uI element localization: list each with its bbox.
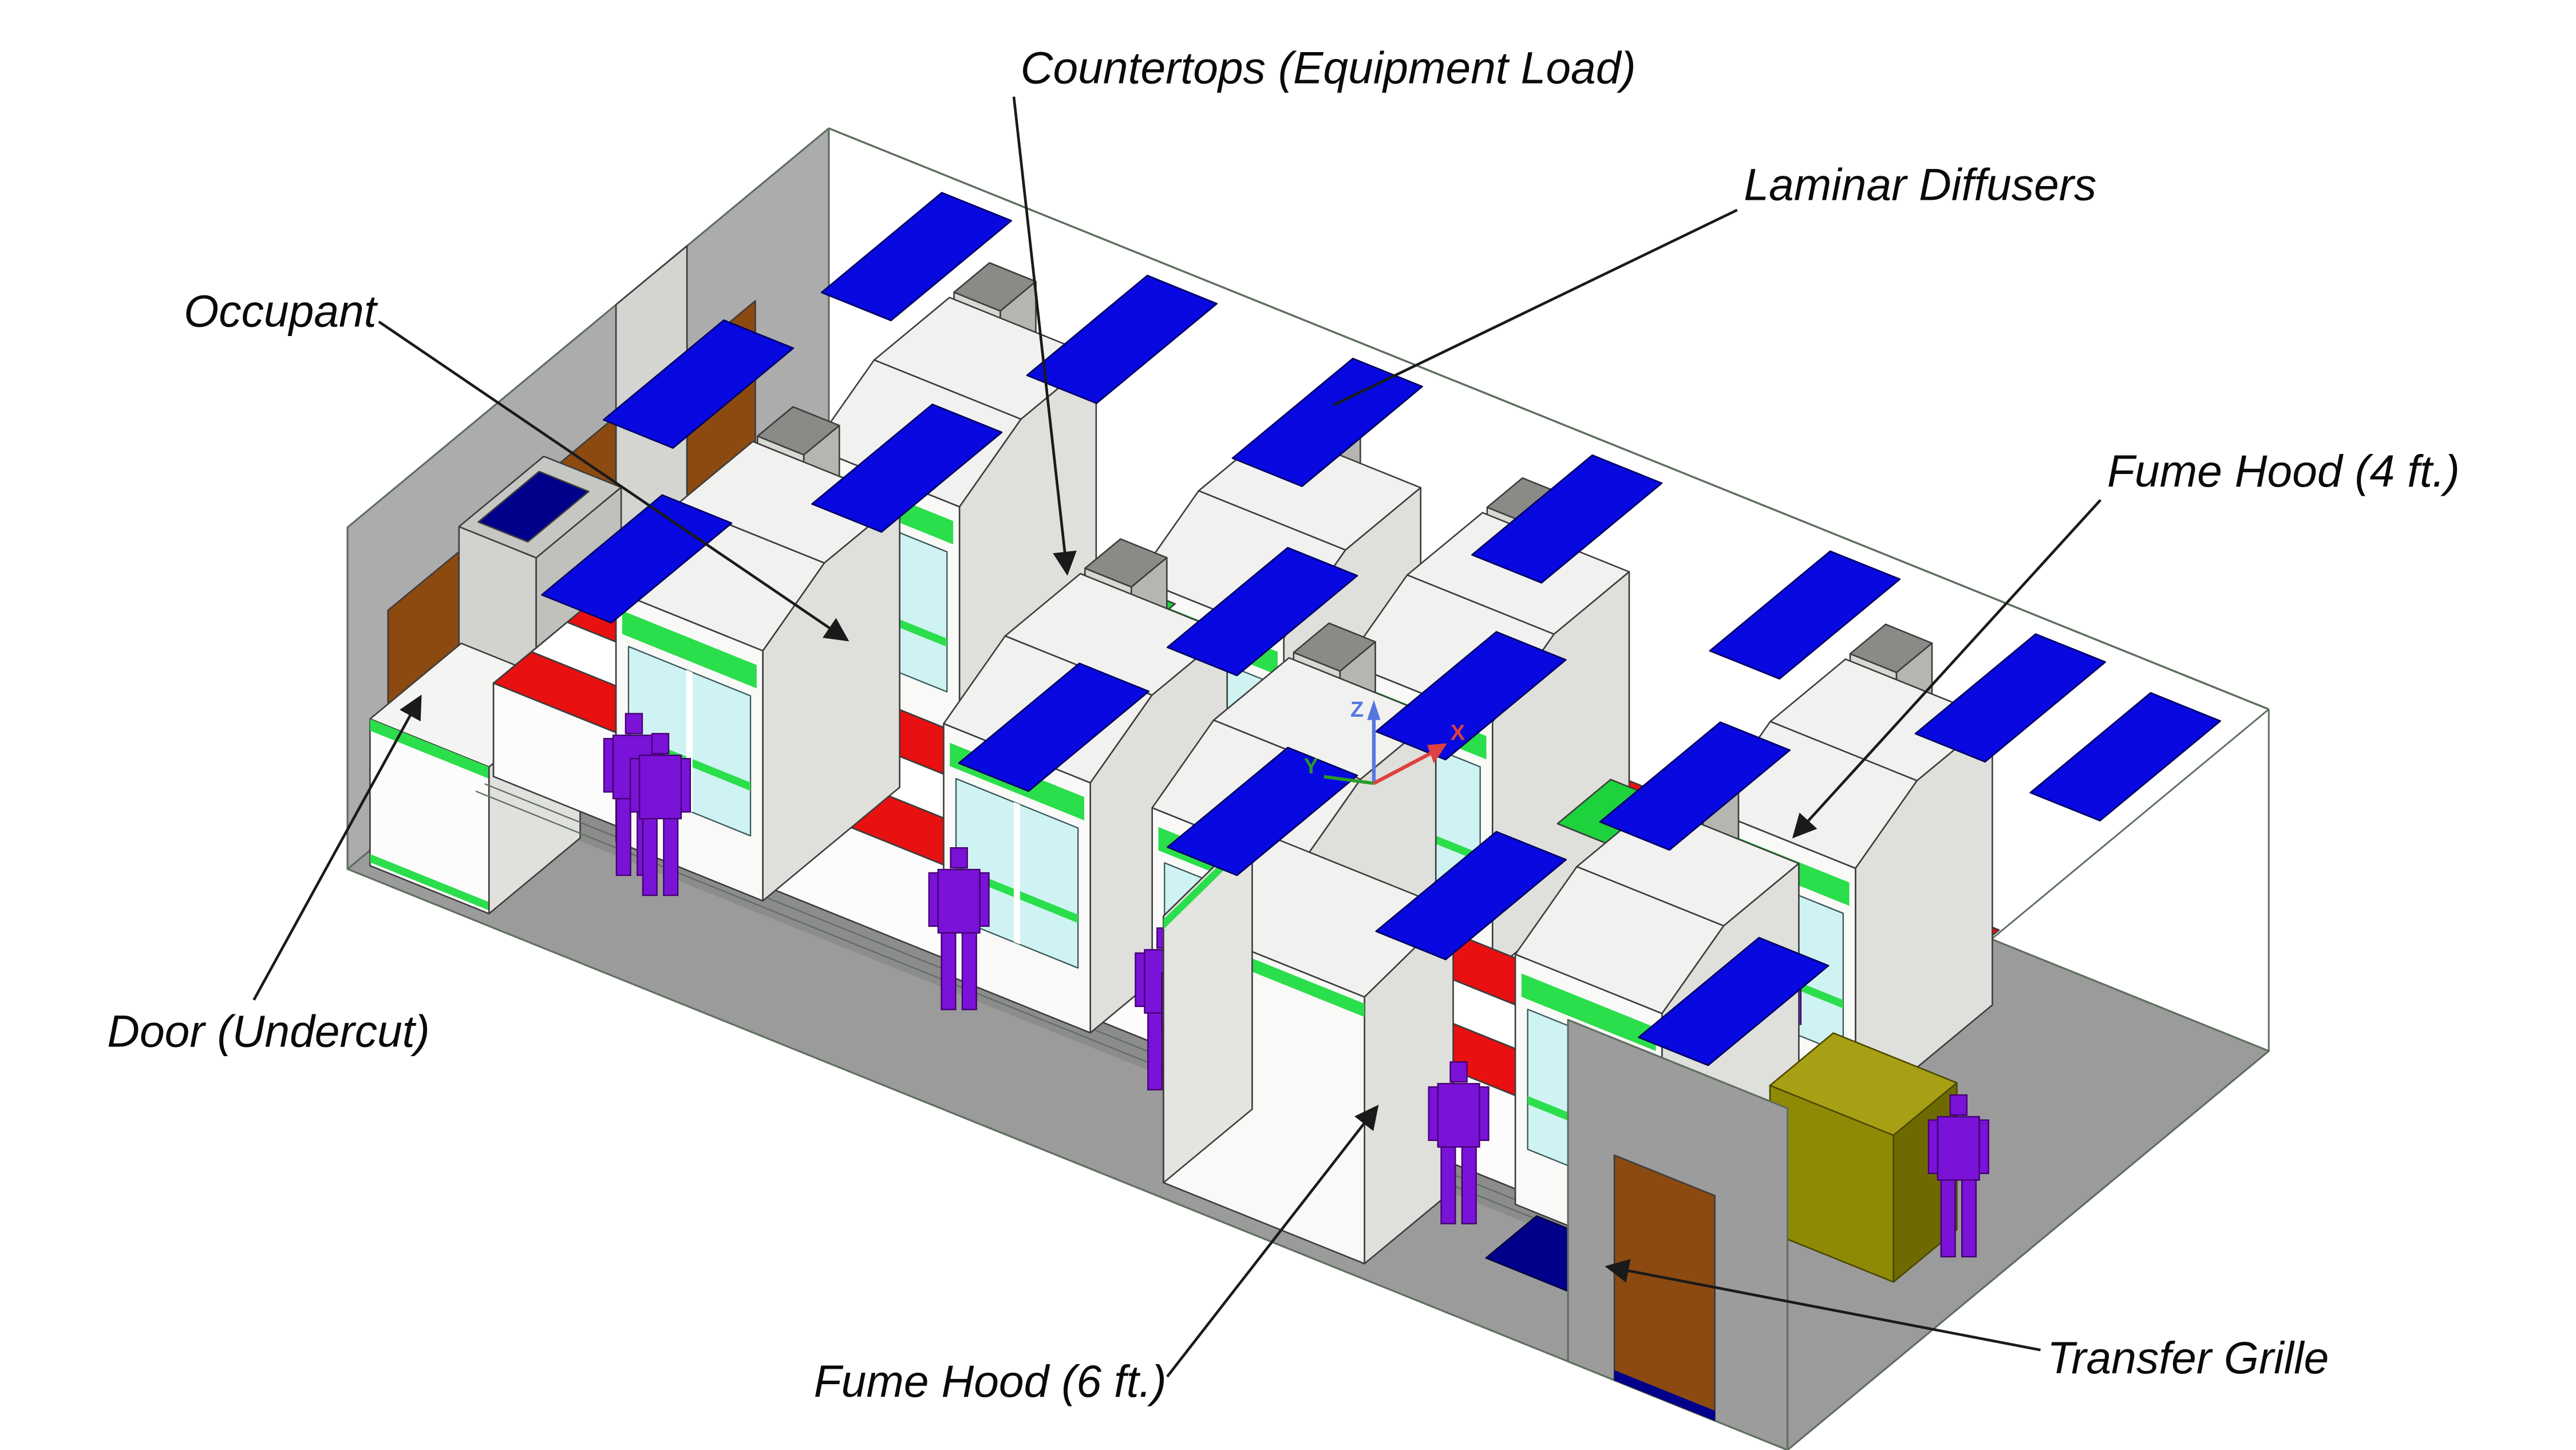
leader-laminar <box>1333 208 1738 406</box>
axis-z-head <box>1367 700 1381 720</box>
laminar-diffuser <box>2029 692 2222 821</box>
occupant-figure <box>928 847 990 1010</box>
axis-x-head <box>1427 743 1448 764</box>
occupant-part <box>1449 1061 1468 1083</box>
occupant-part <box>1461 1144 1477 1224</box>
axis-label-z: Z <box>1350 698 1364 722</box>
label-occupant: Occupant <box>184 286 378 337</box>
scene-geometry: Z X Y <box>346 127 2270 1450</box>
occupant-part <box>651 733 670 754</box>
hood-green-stripe <box>622 610 757 689</box>
axis-label-x: X <box>1451 721 1465 745</box>
laminar-diffuser <box>1471 454 1663 584</box>
laminar-diffuser <box>541 494 733 624</box>
hood6-end <box>1163 828 1253 1184</box>
laminar-diffuser <box>820 192 1013 322</box>
axis-x-arrow <box>1373 750 1435 785</box>
leader-fume6 <box>1166 1104 1379 1378</box>
occupant-part <box>950 847 968 869</box>
occupant-part <box>615 796 631 876</box>
occupant-figure <box>1428 1061 1490 1224</box>
occupant-figure <box>1927 1094 1989 1258</box>
label-laminar-diffusers: Laminar Diffusers <box>1744 159 2096 210</box>
label-door-undercut: Door (Undercut) <box>107 1006 430 1056</box>
occupant-part <box>1479 1086 1490 1141</box>
ceiling-far-edge <box>828 127 2269 710</box>
laminar-diffuser <box>1167 746 1358 876</box>
axis-triad: Z X Y <box>1304 698 1465 785</box>
laminar-diffuser <box>1166 547 1358 677</box>
laminar-diffuser <box>1638 937 1830 1066</box>
laminar-diffuser <box>602 319 795 449</box>
occupant-part <box>1147 1010 1163 1091</box>
laminar-diffuser <box>1599 721 1791 851</box>
axis-y-arrow <box>1323 775 1374 785</box>
laminar-diffuser <box>1914 633 2107 763</box>
laminar-diffuser <box>1231 357 1423 487</box>
leader-occupant <box>378 320 850 642</box>
label-transfer-grille: Transfer Grille <box>2047 1333 2329 1383</box>
occupant-part <box>1440 1144 1456 1224</box>
label-fume-hood-4ft: Fume Hood (4 ft.) <box>2107 446 2460 496</box>
leader-countertops <box>1012 96 1077 576</box>
annotation-layer: Occupant Countertops (Equipment Load) La… <box>107 43 2460 1406</box>
label-countertops: Countertops (Equipment Load) <box>1021 43 1636 93</box>
occupant-part <box>1940 1178 1956 1258</box>
occupant-part <box>1937 1116 1980 1181</box>
laminar-diffuser <box>1026 274 1218 404</box>
leader-fume4 <box>1792 499 2102 839</box>
occupant-part <box>638 754 682 820</box>
occupant-part <box>1949 1094 1968 1116</box>
occupant-part <box>629 758 641 813</box>
occupant-part <box>1978 1119 1989 1174</box>
laminar-diffuser <box>1709 550 1901 680</box>
sash-mullion <box>1014 802 1020 945</box>
occupant-part <box>663 816 679 896</box>
laminar-diffuser <box>811 404 1003 533</box>
occupant-figure <box>629 733 692 896</box>
leader-door <box>252 694 422 1001</box>
front-door-undercut <box>1614 1370 1715 1421</box>
occupant-part <box>979 872 990 927</box>
laminar-diffuser <box>1375 831 1567 961</box>
laminar-diffuser <box>1375 631 1567 761</box>
axis-label-y: Y <box>1304 754 1318 779</box>
occupant-part <box>603 738 614 793</box>
occupant-part <box>937 868 981 934</box>
cabinet-green-trim <box>370 854 489 911</box>
occupant-part <box>680 758 692 813</box>
hood-green-stripe <box>1521 973 1656 1051</box>
laminar-diffuser <box>958 662 1150 792</box>
occupant-part <box>941 930 957 1010</box>
occupant-part <box>1428 1086 1439 1141</box>
leader-transfer <box>1605 1259 2041 1352</box>
occupant-part <box>928 872 939 927</box>
occupant-part <box>961 930 977 1010</box>
occupant-part <box>625 713 643 734</box>
occupant-part <box>642 816 658 896</box>
occupant-part <box>1961 1178 1977 1258</box>
occupant-part <box>1437 1082 1480 1148</box>
vestibule-grille <box>477 471 590 543</box>
occupant-part <box>1927 1119 1939 1174</box>
occupant-part <box>1135 952 1145 1008</box>
label-fume-hood-6ft: Fume Hood (6 ft.) <box>814 1356 1167 1406</box>
